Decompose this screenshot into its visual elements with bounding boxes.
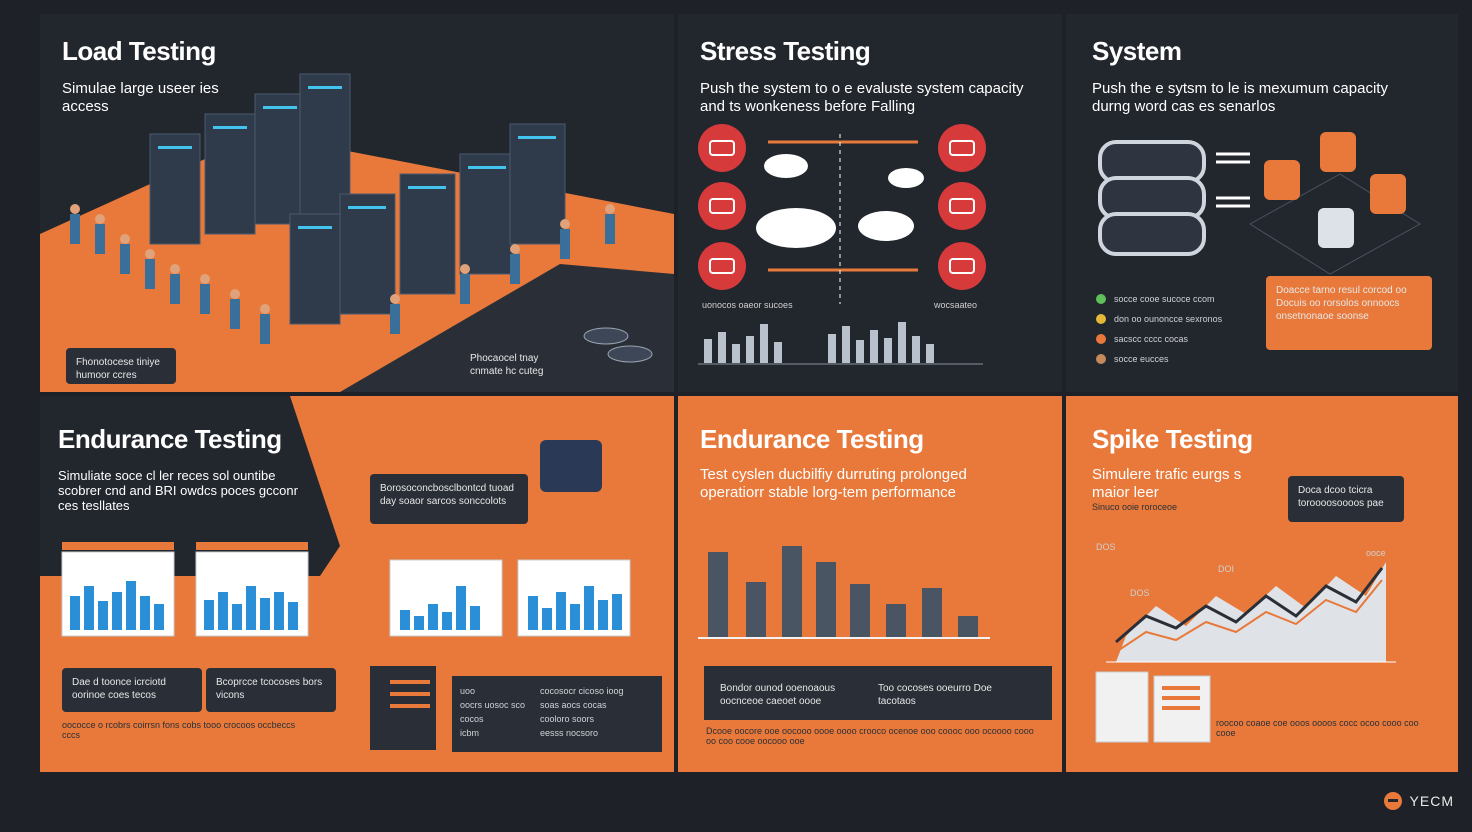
brand-text: YECM — [1409, 793, 1454, 809]
status-dot-orange — [1096, 334, 1106, 344]
endurance-legend-right-3: eesss nocsoro — [540, 728, 599, 738]
system-legend-4: socce eucces — [1096, 354, 1169, 364]
endurance-legend-right-2: cooloro soors — [540, 714, 595, 724]
status-dot-brown — [1096, 354, 1106, 364]
stress-label-right: wocsaateo — [934, 300, 978, 310]
stress-label-left: uonocos oaeor sucoes — [702, 300, 793, 310]
spike-testing-title: Spike Testing — [1092, 424, 1253, 454]
status-dot-green — [1096, 294, 1106, 304]
load-testing-illustration — [40, 73, 674, 392]
endurance-left-charts — [61, 440, 662, 752]
endurance-right-title: Endurance Testing — [700, 424, 924, 454]
spike-chart-label-3: DOS — [1130, 588, 1150, 598]
endurance-legend-2: cocos — [460, 714, 484, 724]
endurance-legend-right-list: cocosocr cicoso ioog soas aocs cocas coo… — [540, 686, 624, 738]
endurance-left-callout-bottom-right: Bcoprcce tcocoses bors vicons — [206, 668, 336, 712]
system-legend-2: don oo ounoncce sexronos — [1096, 314, 1222, 324]
spike-chart-label-2: DOI — [1218, 564, 1235, 574]
panel-endurance-testing-left: Endurance Testing Simuliate soce cl ler … — [40, 396, 674, 772]
brand-mark-icon — [1383, 792, 1402, 810]
spike-testing-subtitle: Simulere trafic eurgs s maior leer — [1092, 466, 1242, 501]
endurance-left-subtitle: Simuliate soce cl ler reces sol ountibe … — [58, 468, 298, 513]
endurance-legend-1: oocrs uosoc sco — [460, 700, 526, 710]
endurance-legend-list: uoo oocrs uosoc sco cocos icbm — [460, 686, 525, 738]
system-subtitle: Push the e sytsm to le is mexumum capaci… — [1092, 80, 1388, 115]
endurance-left-background — [40, 396, 340, 576]
endurance-right-subtitle: Test cyslen ducbilfiy durruting prolonge… — [700, 466, 967, 501]
system-illustration — [1098, 132, 1421, 275]
system-legend-3: sacscc cccc cocas — [1096, 334, 1188, 344]
load-callout-right: Phocaocel tnay cnmate hc cuteg — [460, 344, 572, 380]
endurance-left-title: Endurance Testing — [58, 424, 282, 454]
system-callout: Doacce tarno resul corcod oo Docuis oo r… — [1266, 276, 1432, 350]
spike-callout: Doca dcoo tcicra toroooosoooos pae — [1288, 476, 1404, 522]
spike-chart-label-4: ooce — [1366, 548, 1386, 558]
endurance-left-callout-bottom-left: Dae d toonce icrciotd oorinoe coes tecos — [62, 668, 202, 712]
spike-footer: roocoo coaoe coe ooos oooos cocc ocoo co… — [1216, 718, 1419, 738]
panel-load-testing: Load Testing Simulae large useer ies acc… — [40, 14, 674, 392]
load-callout-left: Fhonotocese tiniye humoor ccres — [66, 348, 176, 384]
stress-testing-title: Stress Testing — [700, 36, 871, 66]
spike-small-caption: Sinuco ooie roroceoe — [1092, 502, 1178, 512]
status-dot-yellow — [1096, 314, 1106, 324]
panel-endurance-testing-right: Endurance Testing Test cyslen ducbilfiy … — [678, 396, 1062, 772]
load-testing-subtitle: Simulae large useer ies access — [62, 80, 219, 115]
panel-stress-testing: Stress Testing Push the system to o e ev… — [678, 14, 1062, 392]
spike-chart — [1095, 562, 1396, 743]
endurance-legend-0: uoo — [460, 686, 476, 696]
system-legend-1: socce cooe sucoce ccom — [1096, 294, 1215, 304]
endurance-right-chart — [698, 546, 1052, 720]
endurance-left-footer: oococce o rcobrs coirrsn fons cobs tooo … — [62, 720, 296, 740]
panel-spike-testing: Spike Testing Simulere trafic eurgs s ma… — [1066, 396, 1458, 772]
endurance-legend-right-1: soas aocs cocas — [540, 700, 607, 710]
panel-system: System Push the e sytsm to le is mexumum… — [1066, 14, 1458, 392]
endurance-right-callout-left: Bondor ounod ooenoaous oocnceoe caeoet o… — [720, 683, 836, 707]
brand-logo: YECM — [1383, 792, 1454, 810]
endurance-left-callout-top: Borosoconcbosclbontcd tuoad day soaor sa… — [370, 474, 528, 524]
endurance-legend-right-0: cocosocr cicoso ioog — [540, 686, 624, 696]
load-testing-title: Load Testing — [62, 36, 216, 66]
endurance-right-footer: Dcooe oocore ooe oocooo oooe oooo crooco… — [706, 726, 1034, 746]
spike-chart-label-1: DOS — [1096, 542, 1116, 552]
system-title: System — [1092, 36, 1182, 66]
stress-testing-subtitle: Push the system to o e evaluste system c… — [700, 80, 1024, 115]
endurance-right-callout-right: Too cocoses ooeurro Doe tacotaos — [878, 683, 992, 707]
endurance-legend-3: icbm — [460, 728, 480, 738]
stress-testing-illustration — [698, 124, 986, 365]
